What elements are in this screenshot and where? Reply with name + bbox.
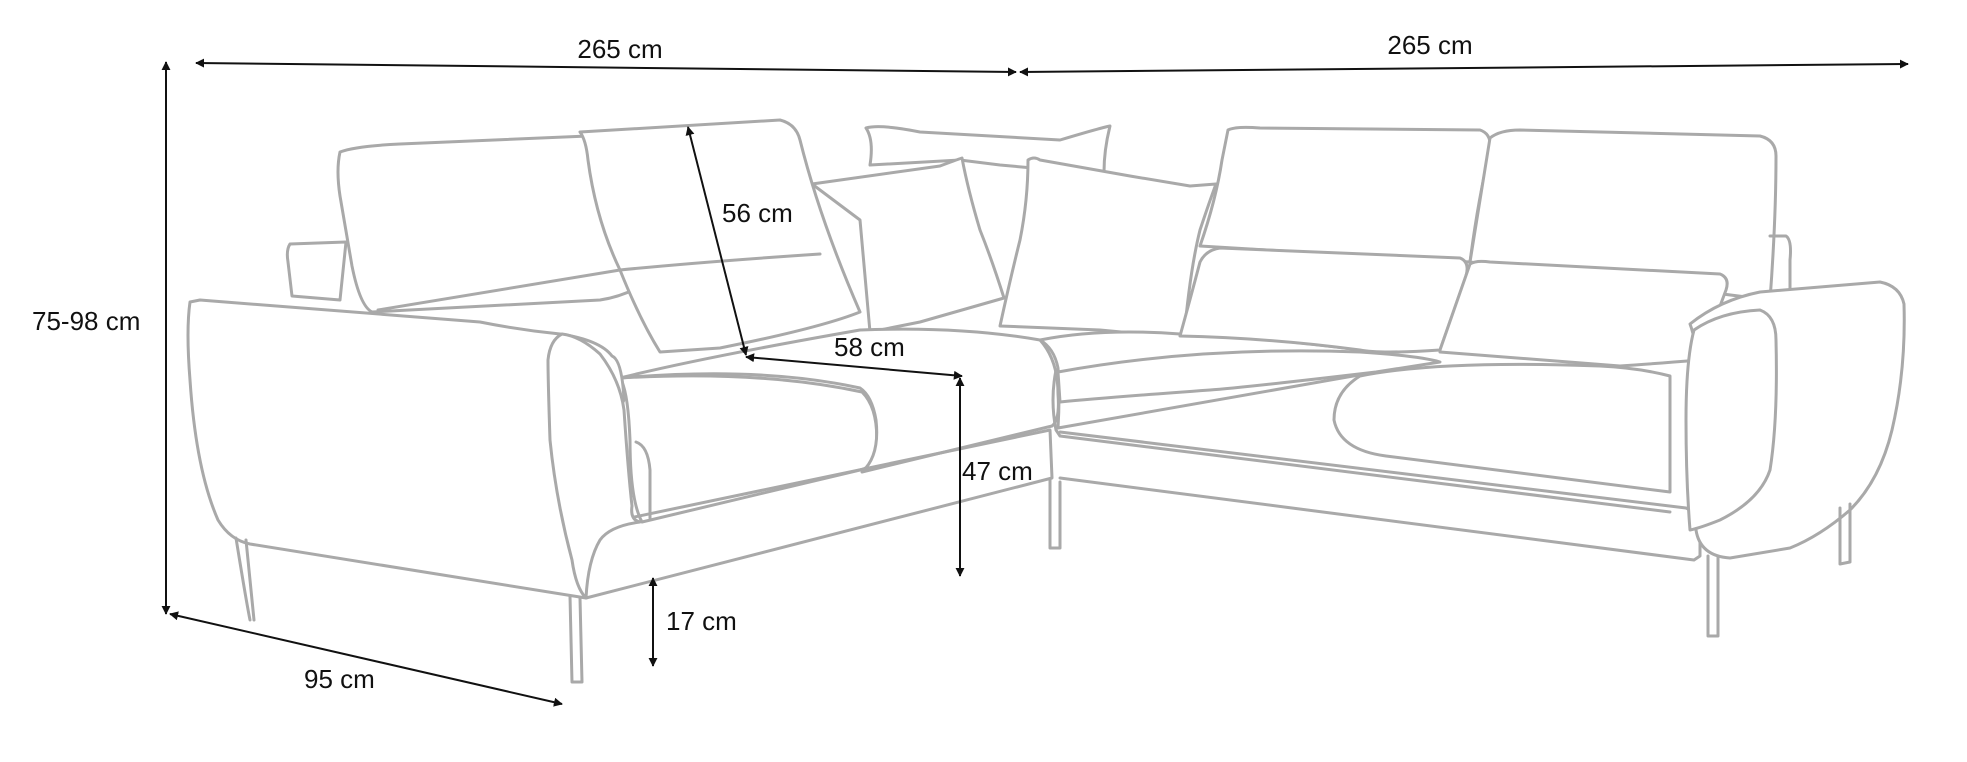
depth-label: 95 cm: [304, 664, 375, 694]
leg-right-front: [1706, 554, 1720, 638]
corner-seat-front: [1051, 368, 1672, 514]
dimension-labels: 265 cm 265 cm 75-98 cm 56 cm 58 cm 47 cm…: [32, 30, 1473, 694]
depth-arrow: [169, 611, 563, 707]
right-width-arrow: [1019, 59, 1909, 77]
left-front-rail: [584, 428, 1054, 600]
leg-corner: [1048, 478, 1062, 550]
left-width-label: 265 cm: [577, 34, 662, 64]
left-seat-cushion: [618, 374, 879, 524]
leg-right-back: [1838, 502, 1852, 566]
right-backrest-lower: [1178, 246, 1469, 354]
corner-sofa-outline: [186, 118, 1906, 684]
right-seat-cushion-a: [1056, 349, 1442, 404]
left-headrest-seam-a: [376, 268, 622, 312]
right-backrest-outer: [1468, 128, 1778, 302]
left-arm-notch: [634, 440, 652, 520]
total-height-label: 75-98 cm: [32, 306, 140, 336]
back-cushion-right-rear: [998, 156, 1218, 340]
right-back-frame: [1768, 234, 1792, 298]
leg-front-center: [568, 594, 584, 684]
backrest-height-label: 56 cm: [722, 198, 793, 228]
left-back-frame: [285, 240, 348, 302]
seat-depth-arrow: [745, 353, 963, 380]
right-backrest-inner: [1198, 125, 1492, 264]
left-arm-front: [546, 332, 642, 600]
leg-front-left: [234, 536, 256, 622]
backrest-height-arrow: [685, 126, 749, 356]
leg-height-label: 17 cm: [666, 606, 737, 636]
seat-depth-label: 58 cm: [834, 332, 905, 362]
left-backrest-inner: [578, 118, 862, 354]
right-backrest-lower-b: [1438, 259, 1729, 368]
dimension-lines: [161, 58, 1909, 707]
left-width-arrow: [195, 58, 1017, 77]
seat-height-label: 47 cm: [962, 456, 1033, 486]
right-arm-front: [1684, 308, 1778, 532]
right-width-label: 265 cm: [1387, 30, 1472, 60]
right-seat-cushion-b: [1332, 362, 1672, 494]
back-cushion-left-rear: [810, 156, 1006, 334]
